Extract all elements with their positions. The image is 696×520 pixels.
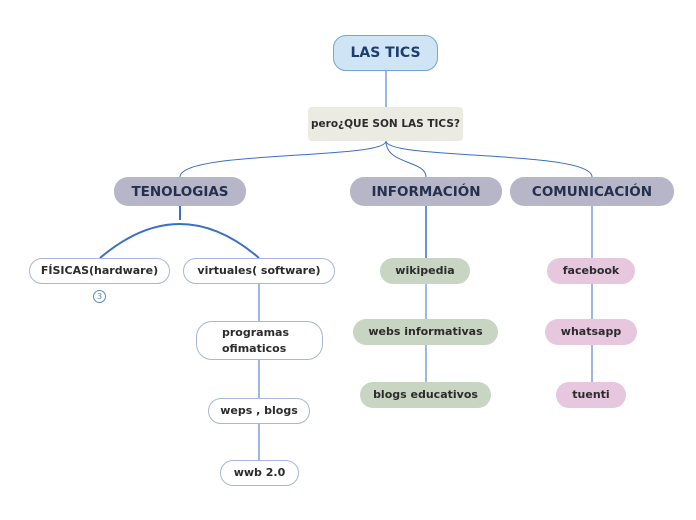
node-wwb[interactable]: wwb 2.0 <box>220 460 299 486</box>
question-node[interactable]: pero¿QUE SON LAS TICS? <box>308 107 463 141</box>
node-blogs-educativos[interactable]: blogs educativos <box>360 382 491 408</box>
node-facebook[interactable]: facebook <box>547 258 635 284</box>
node-whatsapp[interactable]: whatsapp <box>545 319 637 345</box>
node-fisicas[interactable]: FÍSICAS(hardware) <box>29 258 170 284</box>
branch-informacion[interactable]: INFORMACIÓN <box>350 177 502 206</box>
node-programas-ofimaticos[interactable]: programas ofimaticos <box>196 321 323 360</box>
branch-tenologias[interactable]: TENOLOGIAS <box>114 177 246 206</box>
node-wikipedia[interactable]: wikipedia <box>380 258 470 284</box>
node-virtuales[interactable]: virtuales( software) <box>183 258 335 284</box>
branch-comunicacion[interactable]: COMUNICACIÓN <box>510 177 674 206</box>
root-node[interactable]: LAS TICS <box>333 35 438 71</box>
node-tuenti[interactable]: tuenti <box>556 382 626 408</box>
node-webs-informativas[interactable]: webs informativas <box>353 319 498 345</box>
node-weps-blogs[interactable]: weps , blogs <box>208 398 310 424</box>
collapsed-count-badge[interactable]: 3 <box>93 290 106 303</box>
